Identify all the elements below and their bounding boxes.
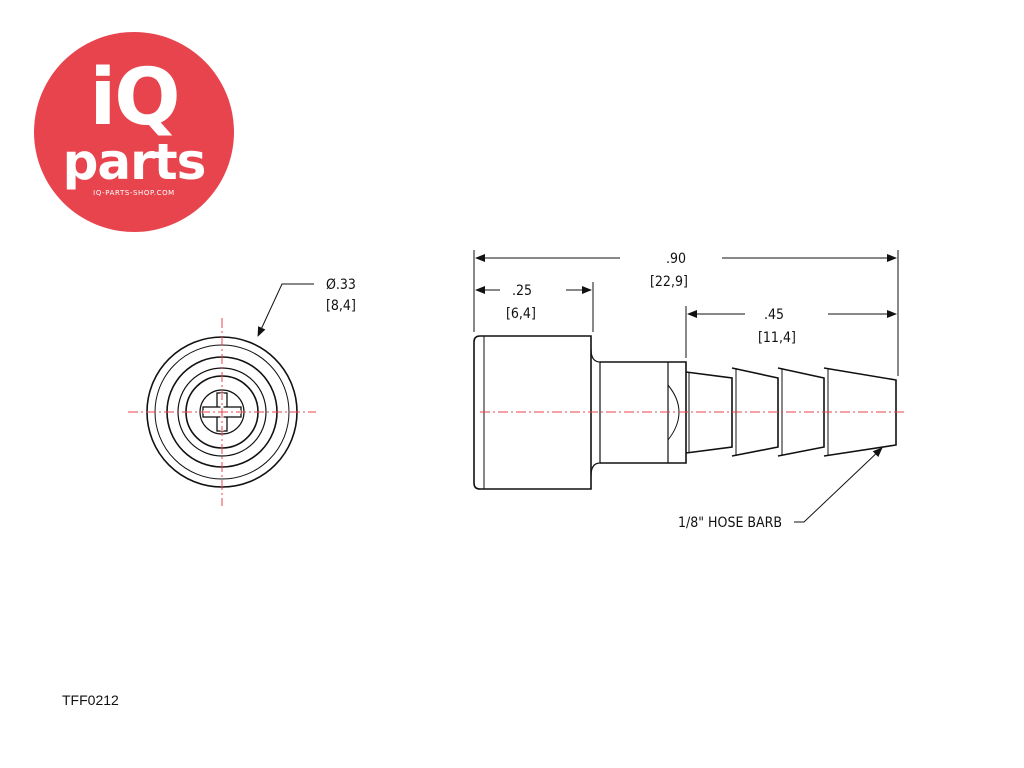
logo-wordmark-parts: parts [62,133,207,191]
overall-length-inch: .90 [666,251,686,267]
diameter-mm-label: [8,4] [326,298,356,314]
hose-barb-callout: 1/8" HOSE BARB [678,515,782,531]
logo-url: IQ-PARTS-SHOP.COM [93,189,175,197]
barb-length-mm: [11,4] [758,330,796,346]
part-number: TFF0212 [62,692,119,708]
overall-length-mm: [22,9] [650,274,688,290]
iq-parts-logo[interactable]: iQ parts IQ-PARTS-SHOP.COM [34,32,234,232]
hose-barb-leader [794,447,883,523]
logo-wordmark-iq: iQ [89,53,180,143]
end-view [128,283,316,506]
barb-length-inch: .45 [764,307,784,323]
diameter-leader [257,283,314,337]
diameter-inch-label: Ø.33 [326,277,356,293]
body-length-mm: [6,4] [506,306,536,322]
body-length-inch: .25 [512,283,532,299]
side-view [473,250,904,523]
coupling-body [473,335,592,490]
neck-fillet [590,348,601,477]
